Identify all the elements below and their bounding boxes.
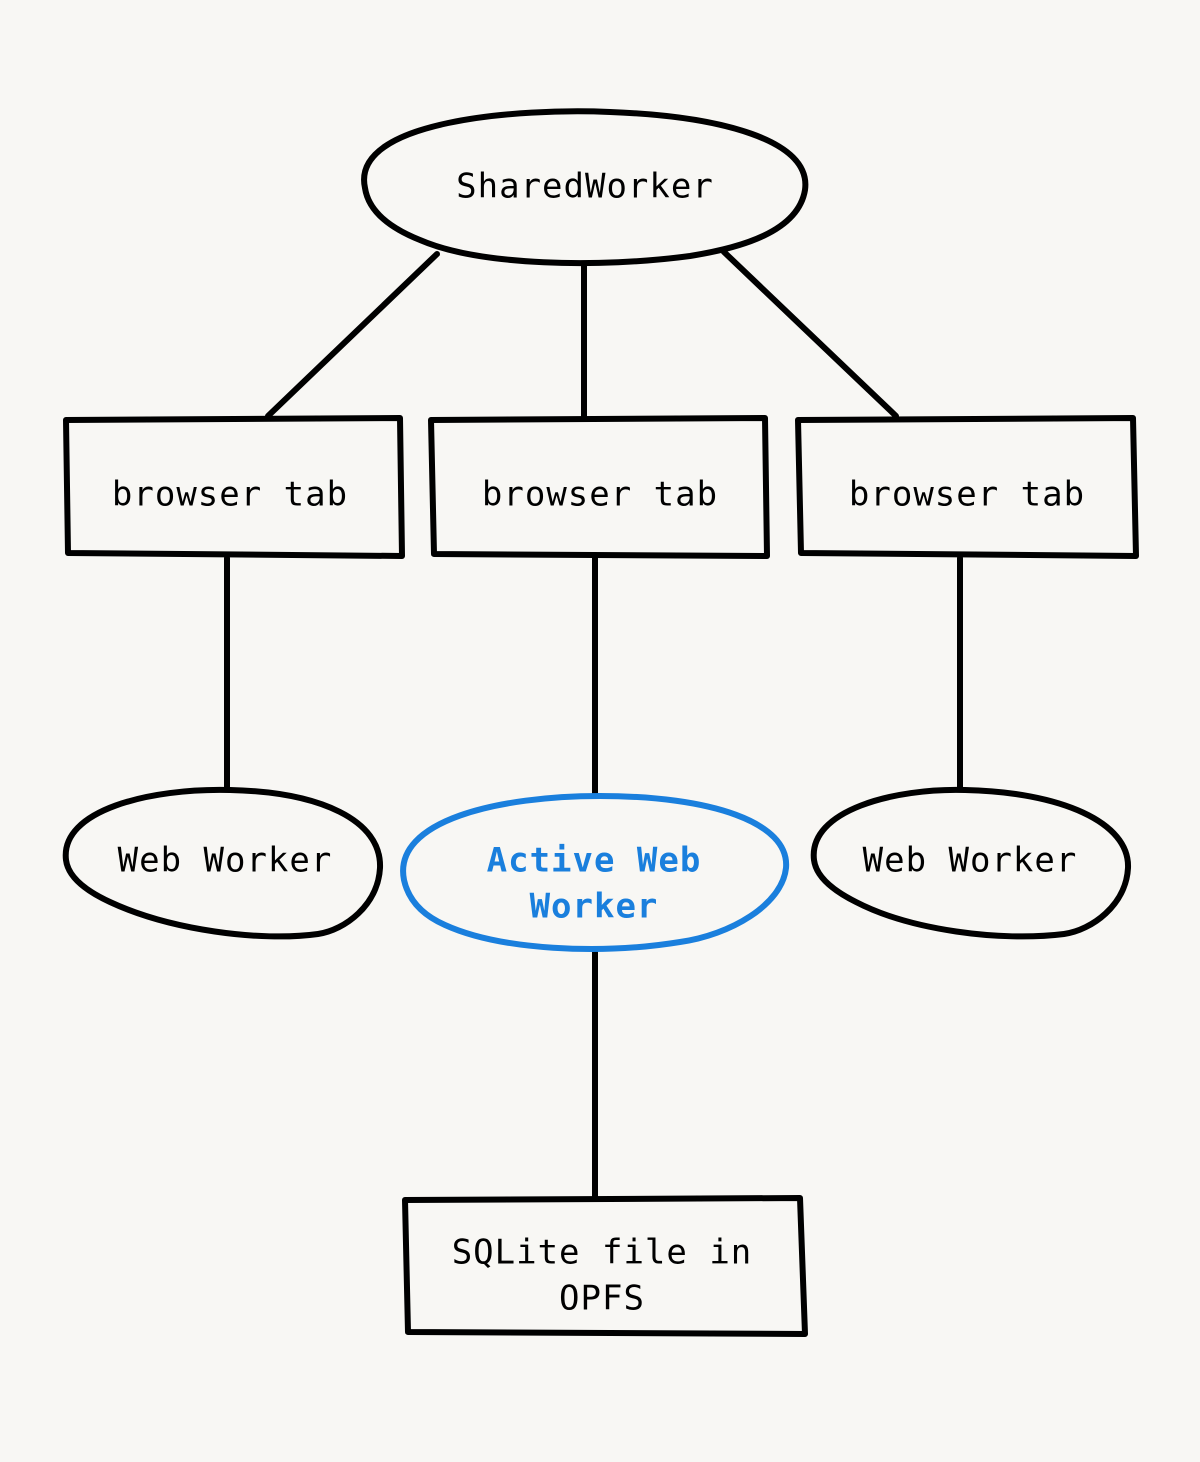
sqlite-label-line-1: SQLite file in <box>452 1233 753 1273</box>
worker-3-shape <box>810 786 1132 940</box>
shared-worker-shape <box>361 108 809 267</box>
node-tab-1: browser tab <box>63 415 405 559</box>
node-sqlite: SQLite file in OPFS <box>402 1195 808 1337</box>
worker-1-label: Web Worker <box>118 841 333 881</box>
worker-active-shape <box>400 793 790 952</box>
node-worker-3: Web Worker <box>810 786 1132 940</box>
sqlite-label-line-2: OPFS <box>559 1279 645 1319</box>
edges <box>224 249 963 1201</box>
node-shared-worker: SharedWorker <box>361 108 809 267</box>
node-worker-1: Web Worker <box>62 786 384 940</box>
edge-shared-worker-to-tab-3 <box>721 249 899 419</box>
tab-3-label: browser tab <box>849 475 1085 515</box>
tab-1-label: browser tab <box>112 475 348 515</box>
sqlite-shape <box>402 1195 808 1337</box>
node-worker-active: Active Web Worker <box>400 793 790 952</box>
worker-active-label-line-1: Active Web <box>487 841 702 881</box>
worker-3-label: Web Worker <box>863 841 1078 881</box>
shared-worker-label: SharedWorker <box>456 167 714 207</box>
edge-shared-worker-to-tab-1 <box>265 251 440 419</box>
node-tab-2: browser tab <box>428 415 770 559</box>
tab-1-shape <box>63 415 405 559</box>
tab-2-shape <box>428 415 770 559</box>
tab-2-label: browser tab <box>482 475 718 515</box>
worker-1-shape <box>62 786 384 940</box>
worker-active-label-line-2: Worker <box>530 887 659 927</box>
node-tab-3: browser tab <box>795 415 1139 559</box>
tab-3-shape <box>795 415 1139 559</box>
